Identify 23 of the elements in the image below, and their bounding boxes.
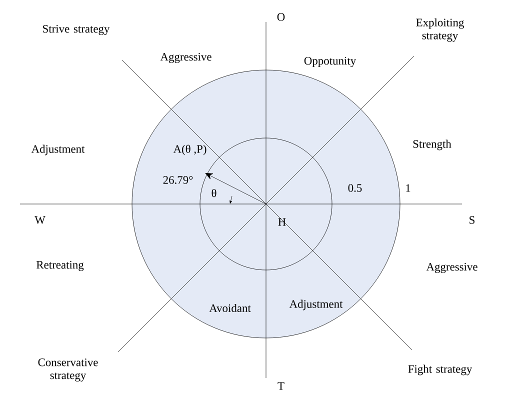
label: Exploiting strategy [416,18,464,42]
label: W [34,216,46,224]
label: T [278,382,284,390]
label: 0.5 [348,184,362,192]
label: θ [212,188,216,198]
label: Retreating [36,260,84,272]
label: Aggressive [426,262,478,274]
label: O [277,13,285,21]
point-label: H [278,218,286,226]
label: 1 [406,184,410,192]
label: Aggressive [160,52,212,64]
point-label: A(θ ,P) [173,144,206,156]
label: Strive strategy [43,24,110,36]
label: Avoidant [209,304,251,312]
label: Adjustment [31,144,85,156]
label: Adjustment [289,300,343,310]
label: S [470,216,474,224]
label: Conservative strategy [38,358,98,382]
label: Oppotunity [304,56,356,68]
label: Fight strategy [408,364,472,376]
label: Strength [413,140,452,150]
label: 26.79° [163,176,193,184]
arrow [205,173,266,204]
